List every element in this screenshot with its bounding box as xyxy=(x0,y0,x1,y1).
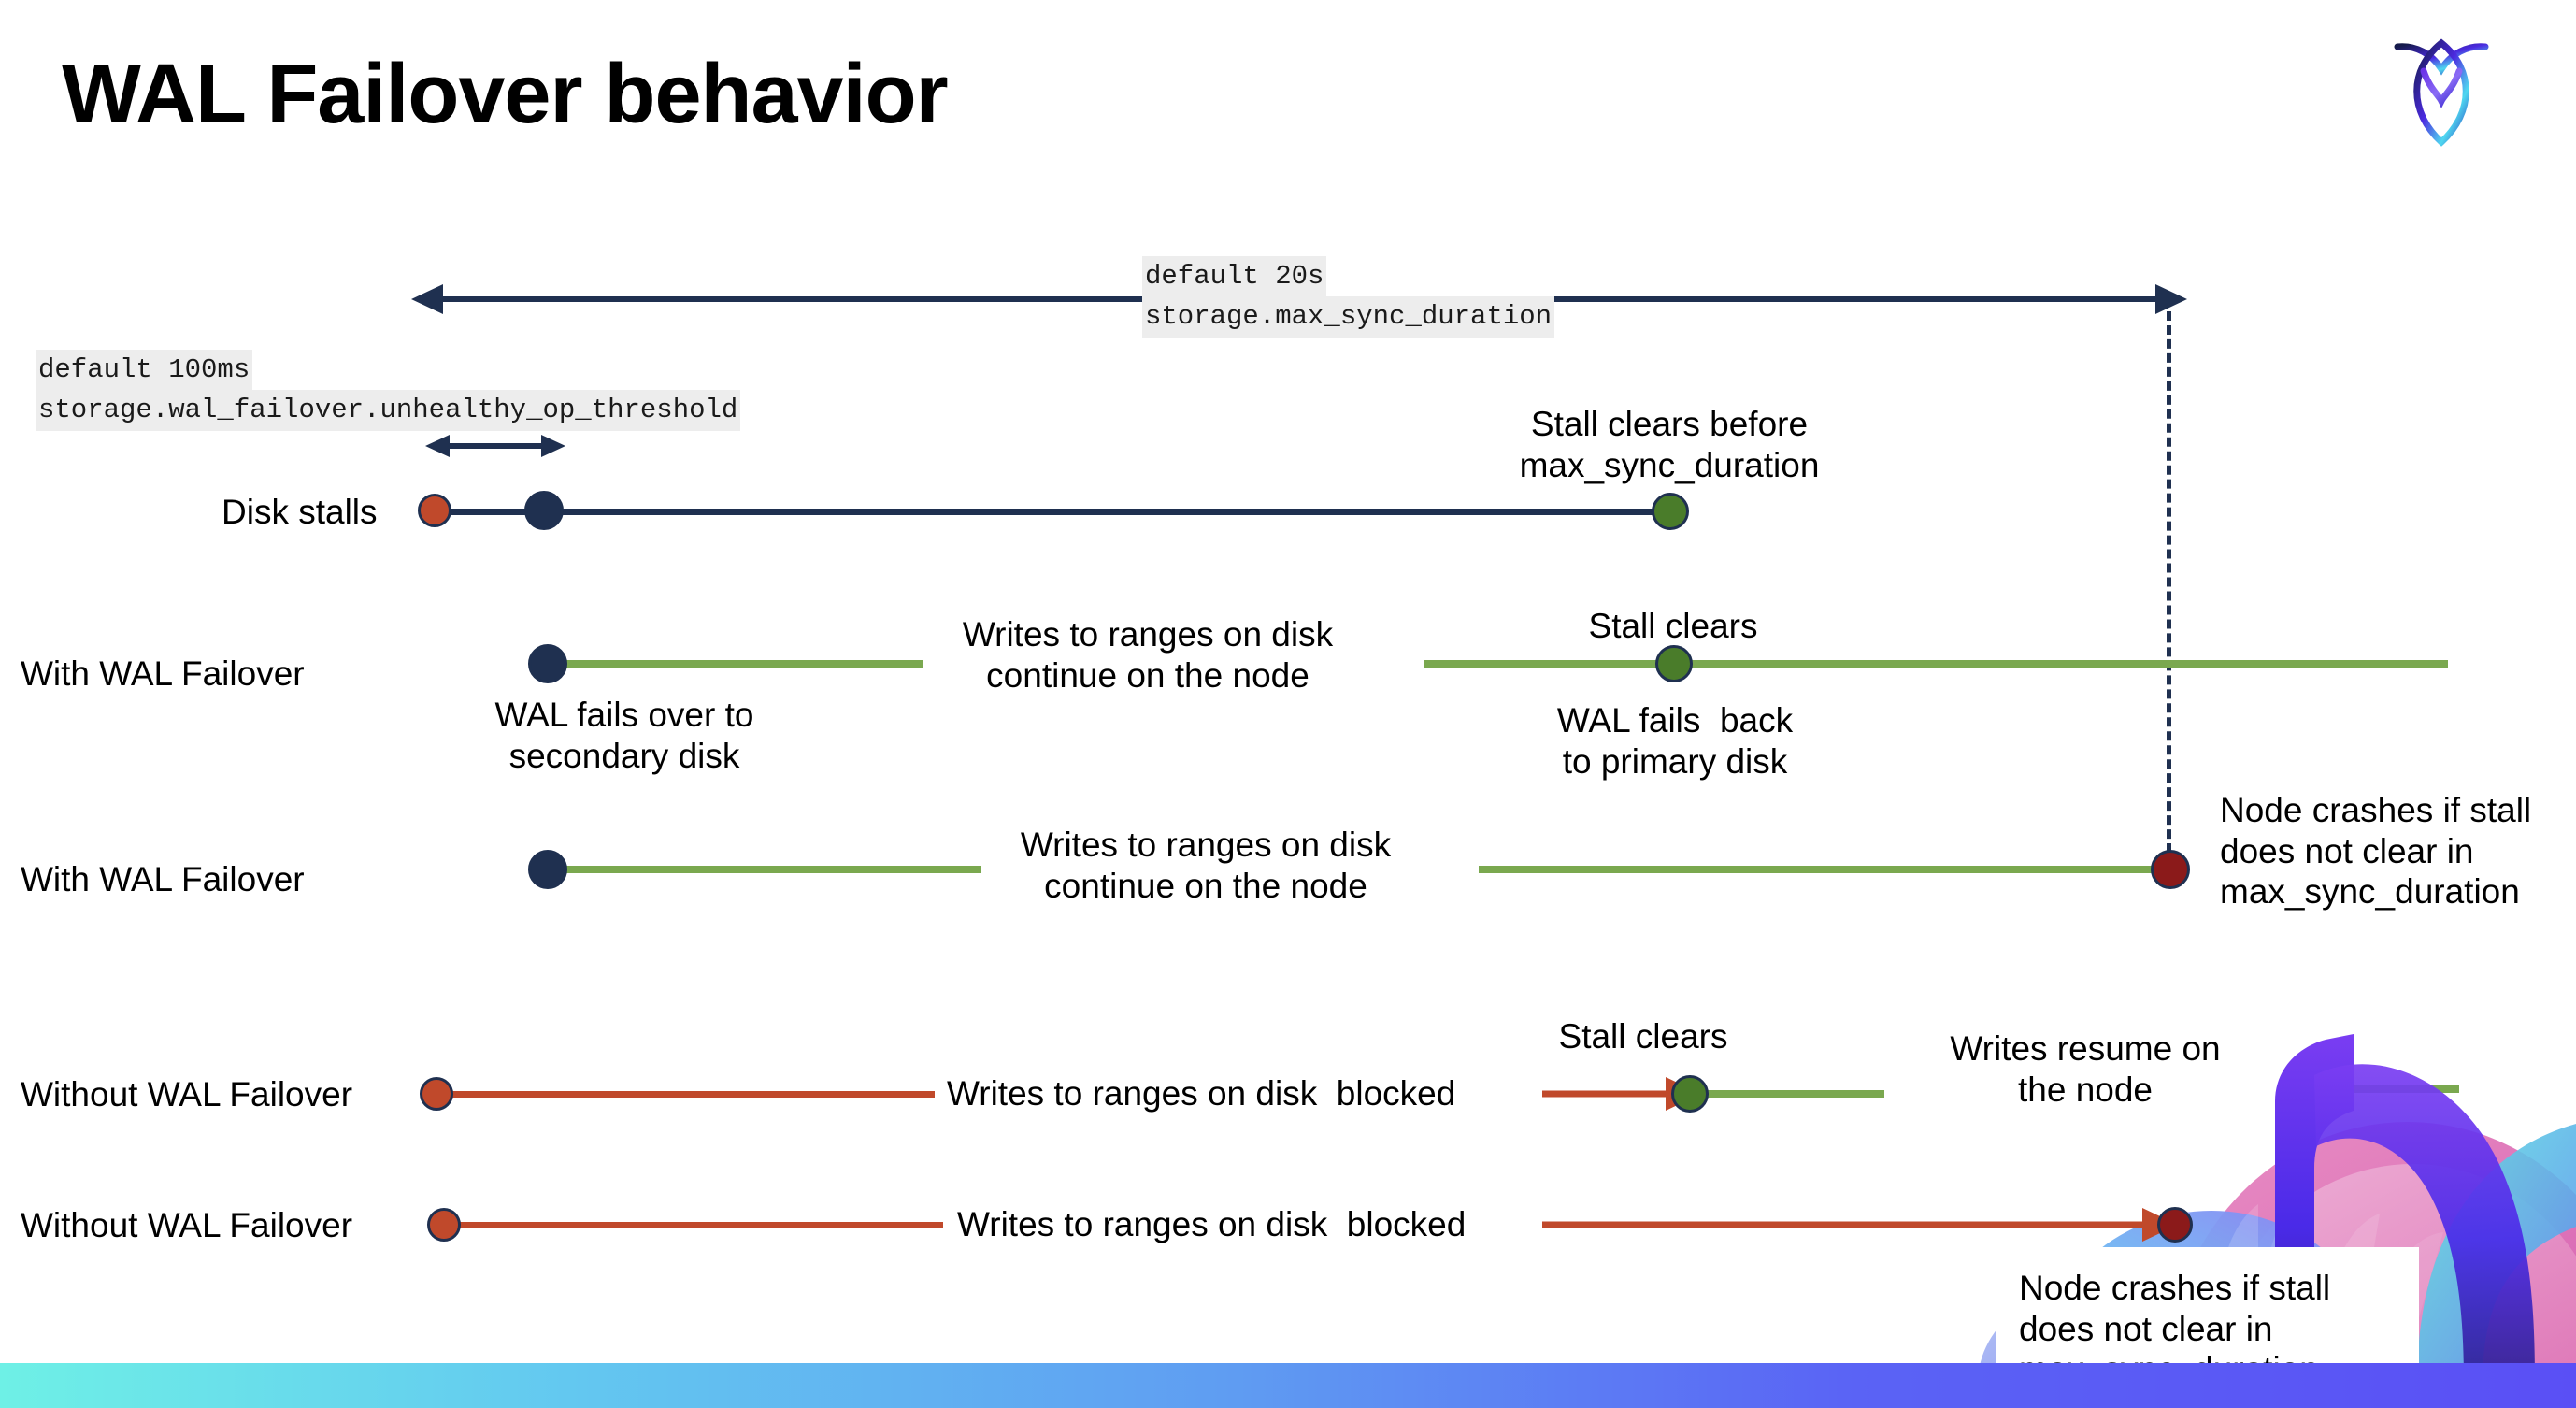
disk-stalls-timeline xyxy=(436,509,1680,515)
without-failover-clears-stall-clear-dot xyxy=(1671,1075,1709,1113)
with-failover-clears-failover-dot xyxy=(528,644,567,683)
unhealthy-op-threshold-setting-tag: storage.wal_failover.unhealthy_op_thresh… xyxy=(36,390,741,432)
row-label-without-wal-failover-crash: Without WAL Failover xyxy=(21,1206,353,1244)
note-node-crashes-row3: Node crashes if stall does not clear in … xyxy=(2220,791,2532,912)
note-wal-fails-back: WAL fails back to primary disk xyxy=(1556,701,1794,781)
row-label-without-wal-failover-clears: Without WAL Failover xyxy=(21,1075,353,1113)
with-failover-crash-segment-b xyxy=(1479,866,2170,873)
row-label-with-wal-failover-clears: With WAL Failover xyxy=(21,654,305,693)
with-failover-crash-segment-a xyxy=(551,866,981,873)
page-title: WAL Failover behavior xyxy=(62,48,949,141)
note-writes-resume: Writes resume on the node xyxy=(1950,1029,2221,1109)
disk-stall-threshold-dot xyxy=(524,491,564,530)
without-failover-crash-start-dot xyxy=(427,1208,461,1242)
max-sync-duration-default-tag: default 20s xyxy=(1142,256,1327,298)
note-writes-blocked-row5: Writes to ranges on disk blocked xyxy=(957,1205,1467,1243)
note-stall-clears-before-max-sync: Stall clears before max_sync_duration xyxy=(1519,405,1820,484)
disk-stall-clear-dot xyxy=(1652,493,1689,530)
note-writes-blocked-row4: Writes to ranges on disk blocked xyxy=(947,1074,1456,1113)
without-failover-clears-start-dot xyxy=(420,1077,453,1111)
without-failover-clears-blocked-a xyxy=(449,1091,935,1098)
note-stall-clears-row2: Stall clears xyxy=(1588,607,1758,645)
note-writes-continue-crash: Writes to ranges on disk continue on the… xyxy=(1020,826,1392,905)
max-sync-duration-dashed-guide xyxy=(2167,297,2171,881)
with-failover-clears-segment-b xyxy=(1424,660,2448,668)
with-failover-clears-stall-clear-dot xyxy=(1655,645,1693,682)
without-failover-crash-node-crash-dot xyxy=(2157,1207,2193,1243)
without-failover-crash-blocked-arrow xyxy=(1542,1208,2178,1242)
max-sync-duration-setting-tag: storage.max_sync_duration xyxy=(1142,296,1555,338)
without-failover-clears-resume-a xyxy=(1695,1090,1884,1098)
unhealthy-op-threshold-default-tag: default 100ms xyxy=(36,350,253,392)
disk-stall-start-dot xyxy=(418,494,451,527)
without-failover-crash-blocked-a xyxy=(457,1222,943,1228)
with-failover-crash-failover-dot xyxy=(528,850,567,889)
row-label-with-wal-failover-crash: With WAL Failover xyxy=(21,860,305,898)
with-failover-clears-segment-a xyxy=(551,660,923,668)
unhealthy-op-threshold-arrow xyxy=(425,435,565,457)
note-writes-continue-clears: Writes to ranges on disk continue on the… xyxy=(962,615,1334,695)
row-label-disk-stalls: Disk stalls xyxy=(222,493,378,531)
bottom-gradient-bar xyxy=(0,1363,2576,1408)
with-failover-crash-node-crash-dot xyxy=(2151,850,2190,889)
note-stall-clears-row4: Stall clears xyxy=(1558,1017,1728,1056)
note-wal-fails-over: WAL fails over to secondary disk xyxy=(494,696,754,775)
cockroachdb-logo xyxy=(2390,26,2493,157)
without-failover-clears-resume-b xyxy=(2289,1085,2459,1093)
